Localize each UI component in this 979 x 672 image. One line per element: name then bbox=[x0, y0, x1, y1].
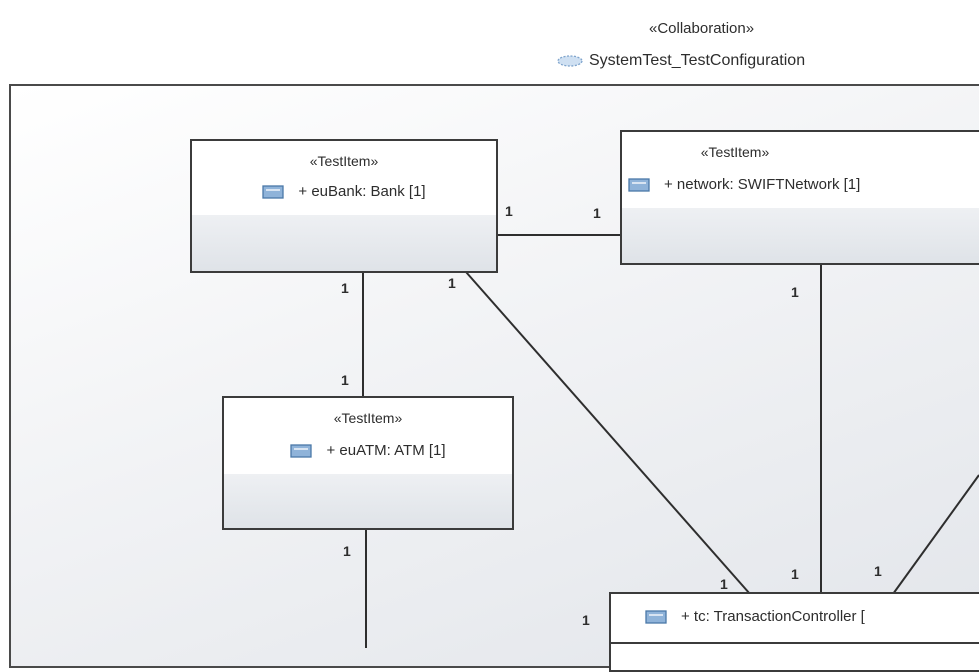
multiplicity-bank-tc-bottom: 1 bbox=[720, 576, 728, 592]
connector-bank-tc bbox=[465, 271, 751, 595]
part-icon bbox=[645, 609, 667, 624]
multiplicity-tc-left: 1 bbox=[582, 612, 590, 628]
multiplicity-bank-atm-top: 1 bbox=[341, 280, 349, 296]
part-label: + euATM: ATM [1] bbox=[326, 442, 446, 459]
multiplicity-network-tc-bottom: 1 bbox=[791, 566, 799, 582]
multiplicity-atm-down-top: 1 bbox=[343, 543, 351, 559]
multiplicity-right-tc-bottom: 1 bbox=[874, 563, 882, 579]
connectors-layer bbox=[362, 234, 979, 648]
part-euATM[interactable]: «TestItem» + euATM: ATM [1] bbox=[222, 396, 514, 530]
part-icon bbox=[262, 184, 285, 199]
multiplicity-bank-network-left: 1 bbox=[505, 203, 513, 219]
part-euBank[interactable]: «TestItem» + euBank: Bank [1] bbox=[190, 139, 498, 273]
collaboration-icon bbox=[557, 55, 583, 67]
collaboration-stereotype: «Collaboration» bbox=[649, 20, 755, 37]
part-label: + network: SWIFTNetwork [1] bbox=[664, 176, 861, 193]
part-icon bbox=[290, 443, 313, 458]
part-label: + euBank: Bank [1] bbox=[298, 183, 426, 200]
connector-right-tc bbox=[892, 474, 979, 595]
part-label: + tc: TransactionController [ bbox=[681, 608, 865, 625]
collaboration-header[interactable]: «Collaboration» SystemTest_TestConfigura… bbox=[9, 8, 979, 86]
part-icon bbox=[628, 177, 650, 192]
part-compartment bbox=[192, 215, 496, 271]
multiplicity-bank-atm-bottom: 1 bbox=[341, 372, 349, 388]
part-compartment bbox=[224, 474, 512, 528]
part-stereotype: «TestItem» bbox=[333, 410, 403, 426]
part-stereotype: «TestItem» bbox=[309, 153, 379, 169]
multiplicity-bank-network-right: 1 bbox=[593, 205, 601, 221]
multiplicity-bank-tc-top: 1 bbox=[448, 275, 456, 291]
part-compartment bbox=[622, 208, 979, 263]
part-stereotype: «TestItem» bbox=[700, 144, 770, 160]
multiplicity-network-tc-top: 1 bbox=[791, 284, 799, 300]
part-network[interactable]: «TestItem» + network: SWIFTNetwork [1] bbox=[620, 130, 979, 265]
part-tc[interactable]: + tc: TransactionController [ bbox=[609, 592, 979, 672]
collaboration-name: SystemTest_TestConfiguration bbox=[589, 52, 806, 69]
